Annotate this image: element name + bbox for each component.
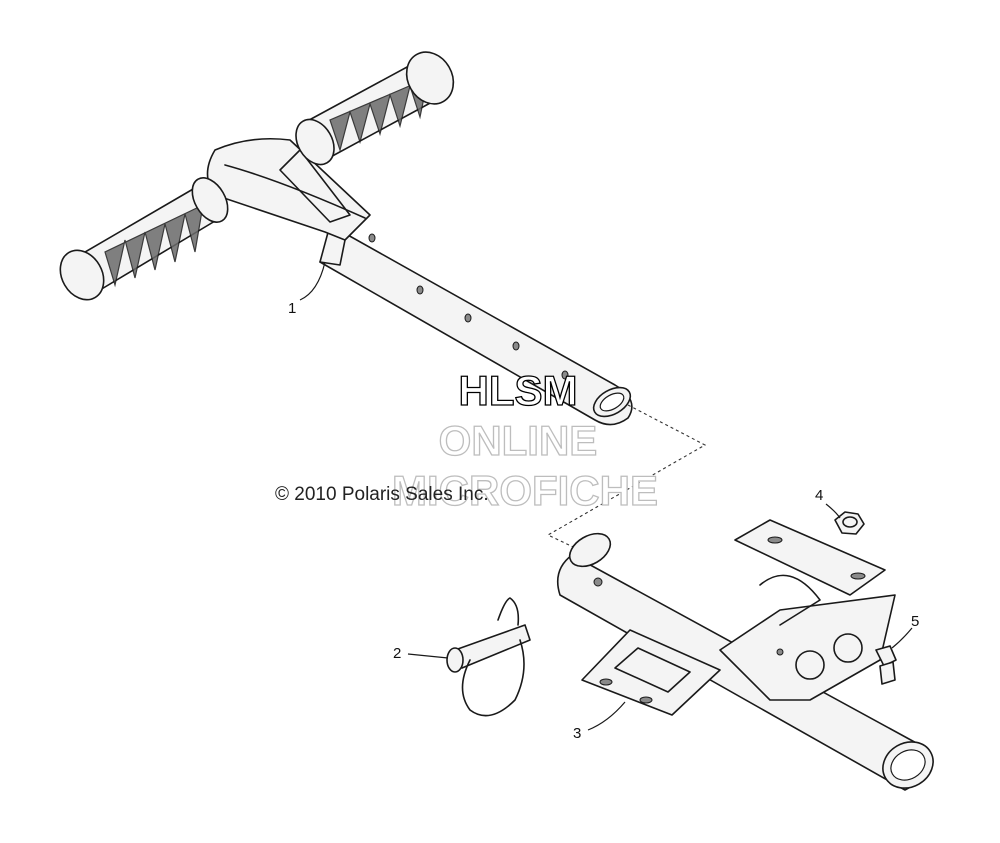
- left-grip: [59, 177, 229, 301]
- callout-5: 5: [911, 613, 919, 630]
- nut-part-4: [834, 511, 865, 535]
- right-grip: [295, 51, 455, 166]
- leader-1: [299, 261, 326, 301]
- bolt-part-5: [875, 645, 897, 685]
- receiver-bracket-part-3: [556, 519, 934, 791]
- connection-dashed-line: [546, 404, 707, 556]
- watermark-line-1: HLSM: [459, 367, 578, 414]
- leader-4: [825, 503, 841, 519]
- leader-2: [407, 653, 449, 659]
- leader-3: [587, 701, 626, 731]
- callout-4: 4: [815, 487, 823, 504]
- hitch-pin-part-2: [446, 597, 531, 717]
- callout-3: 3: [573, 725, 581, 742]
- watermark-line-3: MICROFICHE: [392, 467, 658, 514]
- tow-handle-part-1: [59, 51, 633, 426]
- callout-1: 1: [288, 300, 296, 317]
- watermark-line-2: ONLINE: [439, 417, 598, 464]
- copyright-text: © 2010 Polaris Sales Inc.: [275, 484, 489, 505]
- callout-2: 2: [393, 645, 401, 662]
- leader-5: [891, 627, 913, 649]
